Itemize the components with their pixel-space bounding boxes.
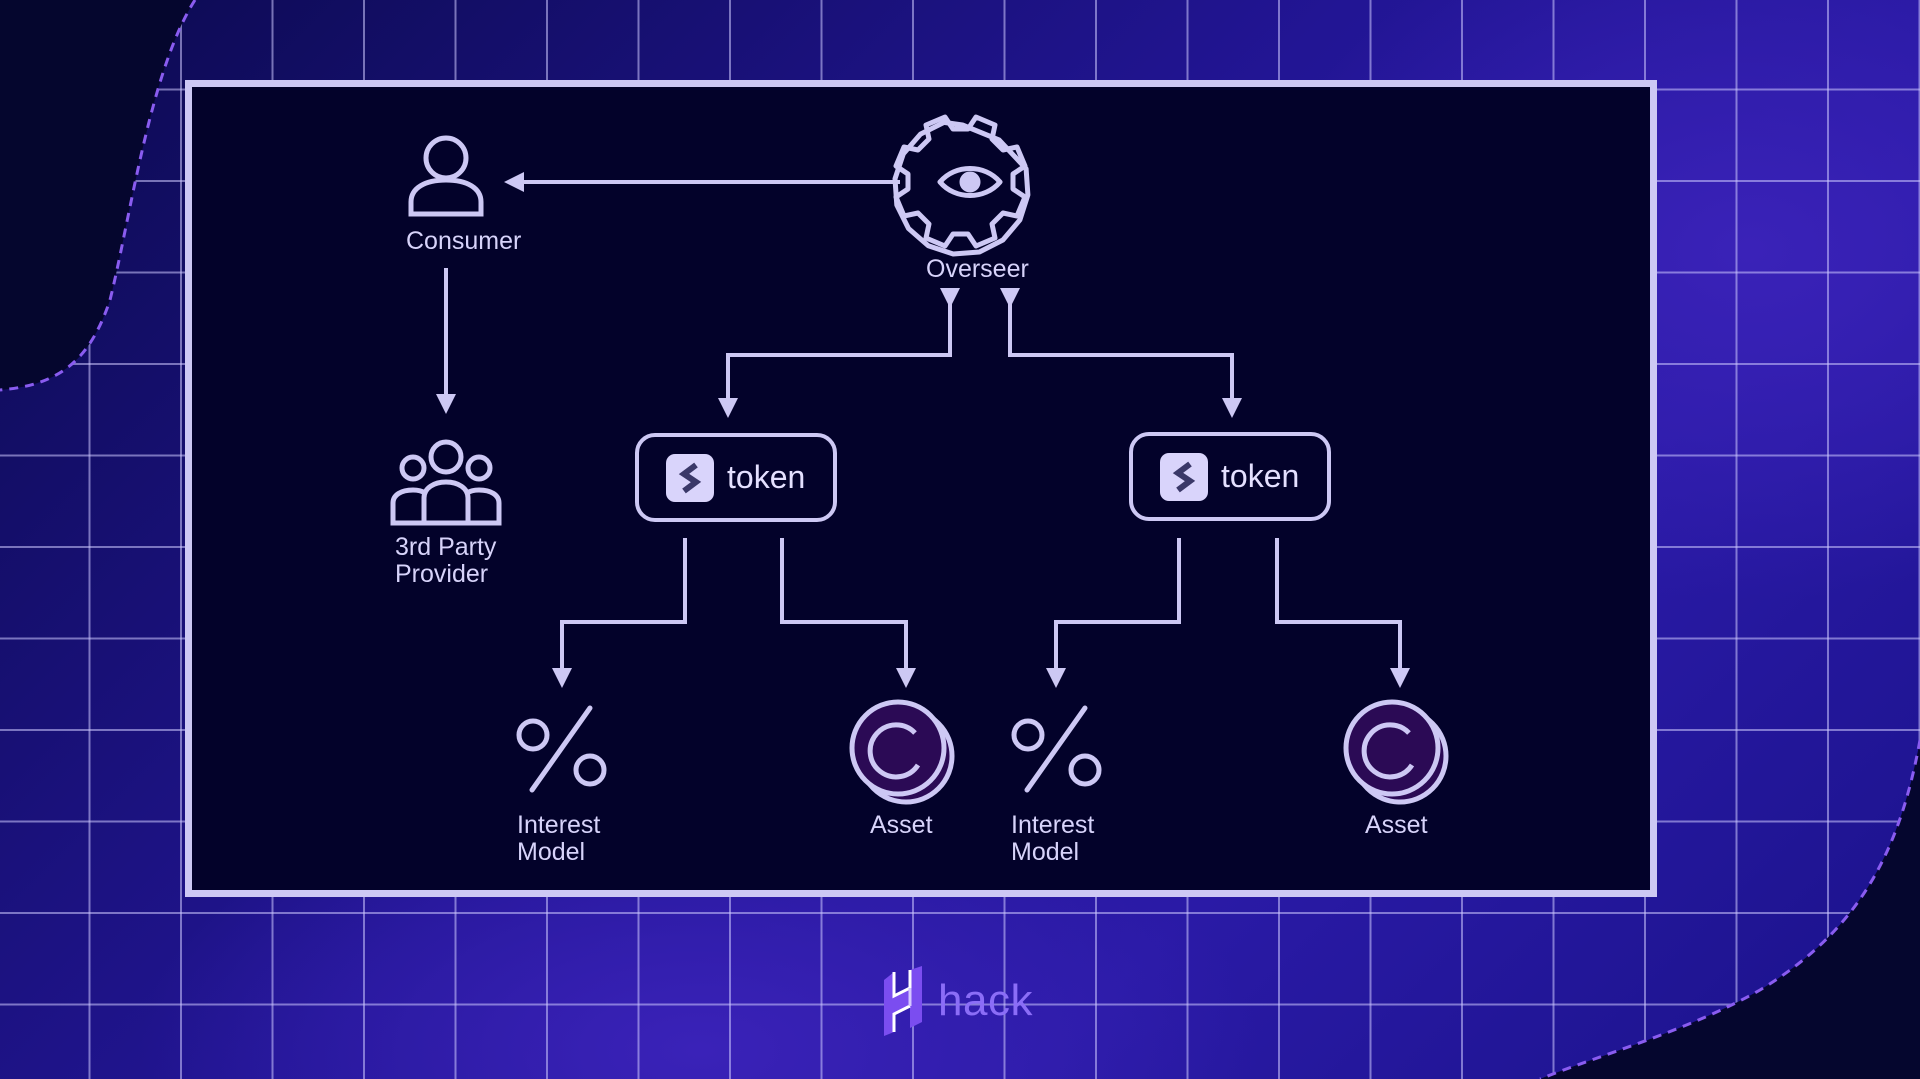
coin-icon — [1343, 699, 1449, 805]
token-label: token — [1221, 458, 1300, 494]
token-logo-icon — [666, 453, 714, 502]
arrow-token-right-asset — [1275, 538, 1410, 688]
interest-right-label: Interest Model — [1011, 811, 1095, 866]
asset-right-label: Asset — [1365, 811, 1428, 839]
third-party-label: 3rd Party Provider — [395, 533, 497, 588]
arrow-overseer-token-left — [718, 288, 960, 418]
percent-icon — [516, 705, 607, 793]
logo-text: hack — [938, 976, 1033, 1025]
token-label: token — [727, 459, 806, 495]
user-icon — [408, 135, 484, 217]
asset-left-label: Asset — [870, 811, 933, 839]
overseer-label: Overseer — [926, 255, 1029, 283]
percent-icon — [1011, 705, 1102, 793]
hack-logo: hack — [880, 966, 1033, 1036]
coin-icon — [849, 699, 955, 805]
group-icon — [390, 439, 502, 526]
token-node-left: token — [635, 433, 837, 522]
hack-logo-icon — [884, 966, 922, 1036]
arrow-token-left-interest — [552, 538, 687, 688]
token-node-right: token — [1129, 432, 1331, 521]
arrow-overseer-token-right — [1000, 288, 1242, 418]
arrow-token-right-interest — [1046, 538, 1181, 688]
arrow-token-left-asset — [780, 538, 916, 688]
consumer-label: Consumer — [406, 227, 522, 255]
interest-left-label: Interest Model — [517, 811, 601, 866]
token-logo-icon — [1160, 452, 1208, 501]
gear-eye-icon — [892, 114, 1031, 257]
